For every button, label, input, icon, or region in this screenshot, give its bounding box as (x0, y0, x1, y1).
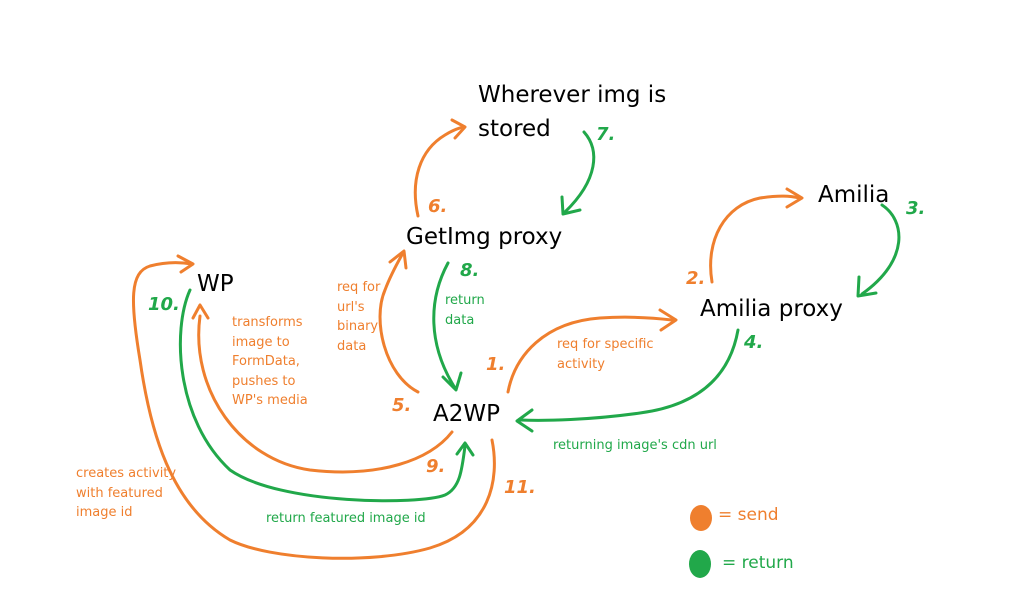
step-1-label: 1. (486, 354, 506, 375)
wp-node: WP (197, 271, 234, 297)
storage-node-line1: Wherever img is (478, 82, 667, 108)
arrow-1-a2wp-to-amilia-proxy (506, 308, 678, 394)
annotation-req-specific-activity: req for specific activity (557, 337, 654, 372)
step-9-label: 9. (426, 456, 446, 477)
annotation-returning-cdn-url: returning image's cdn url (553, 438, 717, 453)
legend-send-label: = send (718, 505, 779, 525)
arrow-10-wp-to-a2wp (178, 288, 475, 503)
arrow-2-amilia-proxy-to-amilia (709, 187, 804, 284)
step-6-label: 6. (428, 196, 448, 217)
legend-return-swatch (689, 550, 711, 578)
step-4-label: 4. (744, 332, 764, 353)
arrow-4-amilia-proxy-to-a2wp (515, 328, 740, 433)
arrow-9-a2wp-to-wp (191, 303, 454, 474)
amilia-proxy-node: Amilia proxy (700, 296, 843, 322)
step-10-label: 10. (148, 294, 180, 315)
step-5-label: 5. (392, 395, 412, 416)
step-3-label: 3. (906, 198, 926, 219)
storage-node-line2: stored (478, 116, 551, 142)
step-11-label: 11. (504, 477, 536, 498)
annotation-return-data: return data (445, 293, 485, 328)
a2wp-node: A2WP (433, 401, 500, 427)
arrow-3-amilia-to-amilia-proxy (856, 203, 901, 298)
legend-return-label: = return (722, 553, 794, 573)
step-7-label: 7. (596, 124, 616, 145)
arrow-5-a2wp-to-getimg-proxy (378, 249, 420, 394)
step-2-label: 2. (686, 268, 706, 289)
amilia-node: Amilia (818, 182, 890, 208)
arrow-11-a2wp-to-wp (132, 254, 496, 560)
annotation-return-featured-id: return featured image id (266, 511, 426, 526)
getimg-proxy-node: GetImg proxy (406, 224, 563, 250)
annotation-creates-activity: creates activity with featured image id (76, 466, 177, 520)
annotation-req-url-binary: req for url's binary data (337, 280, 381, 354)
arrow-7-storage-to-getimg-proxy (560, 130, 596, 216)
legend-send-swatch (690, 505, 712, 531)
arrow-8-getimg-proxy-to-a2wp (432, 261, 463, 392)
step-8-label: 8. (460, 260, 480, 281)
arrow-6-getimg-proxy-to-storage (413, 118, 467, 218)
annotation-transforms-image: transforms image to FormData, pushes to … (232, 315, 308, 408)
storage-node: Wherever img is stored (478, 78, 666, 146)
